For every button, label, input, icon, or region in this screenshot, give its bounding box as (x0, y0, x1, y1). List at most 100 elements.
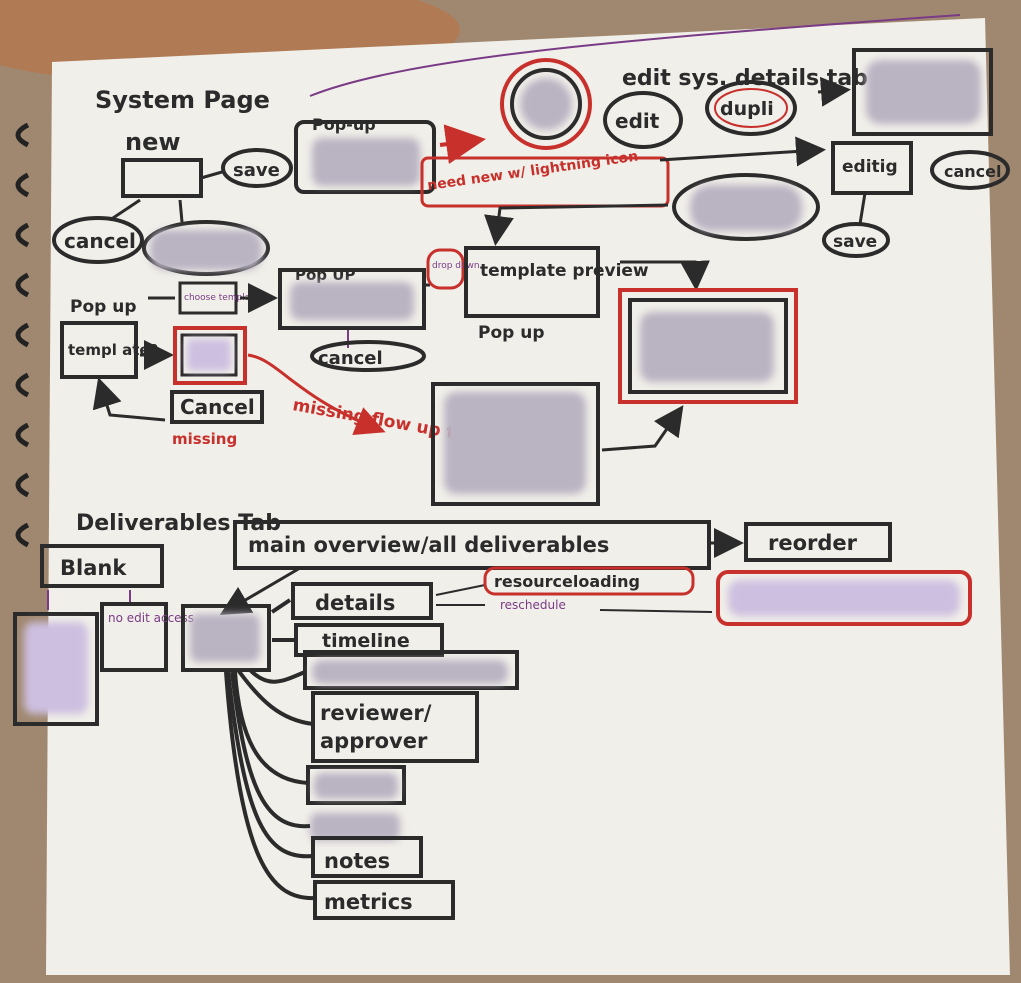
redacted-block (150, 230, 262, 270)
pill-node (672, 173, 820, 241)
arrow-to-sys-tab (817, 76, 851, 107)
resourceloading-node (483, 566, 695, 596)
redacted-block (190, 614, 260, 662)
reviewer-box (311, 691, 479, 763)
save-label: save (233, 160, 280, 181)
notes-label: notes (324, 849, 390, 873)
details-box (291, 582, 433, 620)
details-to-resource-line (435, 584, 486, 596)
popup-choose-box (278, 268, 426, 330)
timeline-label: timeline (322, 630, 410, 652)
black-circle-node (510, 68, 582, 140)
cancel-node (52, 216, 144, 264)
dupli-label: dupli (720, 98, 774, 120)
metrics-label: metrics (324, 890, 413, 914)
redacted-pill (142, 220, 270, 276)
purple-link-line (309, 14, 961, 97)
reorder-label: reorder (768, 531, 858, 555)
redacted-block (690, 185, 802, 231)
template-question-box (60, 321, 138, 379)
redacted-block (312, 138, 420, 186)
new-to-pill-line (178, 199, 184, 223)
red-box (173, 326, 247, 385)
editig-to-save-line (858, 192, 867, 225)
dropdown-label: drop down (432, 261, 480, 271)
save-node (221, 148, 293, 188)
redacted-block (640, 312, 774, 382)
blank-box (40, 544, 164, 588)
redacted-block (187, 339, 231, 371)
spiral-binding (15, 122, 30, 548)
template-preview-popup-label: Pop up (478, 323, 545, 343)
dupli-red-ring (714, 88, 788, 128)
template-question-label: templ ate? (68, 341, 158, 359)
reviewer-label: reviewer/ (320, 701, 432, 725)
new-label: new (125, 128, 181, 156)
redacted-item-box (303, 650, 519, 690)
new-to-save-line (200, 170, 223, 180)
reorder-box (744, 522, 892, 562)
tree-connectors (224, 598, 316, 901)
system-page-title: System Page (95, 86, 270, 114)
deliverable-item-box (181, 604, 271, 672)
approver-label: approver (320, 729, 428, 753)
save2-label: save (833, 232, 877, 252)
no-edit-label: no edit access (108, 611, 194, 625)
redacted-block (290, 282, 414, 320)
redacted-item-box-2 (306, 765, 406, 805)
redacted-block (520, 78, 572, 130)
main-overview-box (233, 520, 711, 570)
reschedule-line (599, 609, 713, 613)
redacted-block (444, 392, 586, 494)
large-to-result-arrow (601, 405, 684, 452)
large-box (431, 382, 600, 506)
redacted-block (314, 773, 398, 799)
cancel-label: cancel (64, 229, 136, 253)
resourceloading-label: resourceloading (494, 572, 640, 591)
inner-box (180, 333, 238, 377)
cancel-top-label: cancel (944, 162, 1002, 181)
redacted-block (866, 60, 981, 124)
edit-node (603, 91, 683, 149)
popup2-label: Pop up (70, 297, 137, 317)
resource-red-box (716, 570, 972, 626)
reschedule-label: reschedule (500, 598, 566, 612)
cancel-back-arrow (92, 377, 166, 422)
result-box (628, 298, 788, 394)
details-label: details (315, 591, 395, 615)
cancel-popup-label: cancel (318, 348, 383, 369)
result-red-box (618, 288, 798, 404)
cancel-node-top (930, 150, 1010, 190)
sys-tab-box (852, 48, 993, 136)
preview-to-result-arrow (620, 260, 710, 291)
save-node-2 (822, 222, 890, 258)
arrow-to-template-preview (484, 203, 669, 246)
editig-box (831, 141, 913, 195)
redacted-block (24, 622, 88, 714)
template-preview-box (464, 246, 600, 318)
cancel-box-label: Cancel (180, 395, 255, 419)
no-edit-box (100, 602, 168, 672)
redacted-block (310, 813, 400, 841)
editig-label: editig (842, 157, 898, 177)
cancel-box (170, 390, 264, 424)
red-circle-node (500, 58, 592, 150)
blank-detail-box (13, 612, 99, 726)
cancel-popup-node (310, 340, 426, 372)
edit-label: edit (615, 109, 660, 133)
notebook-page (46, 18, 1010, 975)
red-arrow-popup (439, 124, 486, 165)
dupli-node (705, 80, 797, 136)
edit-sys-tab-label: edit sys. details tab (622, 66, 868, 91)
choose-template-box (178, 281, 238, 315)
blank-label: Blank (60, 556, 127, 580)
new-to-cancel-line (109, 198, 141, 222)
popup-label: Pop-up (312, 115, 376, 134)
redacted-block (312, 660, 508, 684)
choose-template-label: choose template (184, 293, 260, 303)
template-preview-label: template preview (480, 261, 649, 281)
main-overview-label: main overview/all deliverables (248, 533, 609, 557)
dropdown-node (426, 248, 465, 290)
redacted-block (728, 580, 960, 616)
